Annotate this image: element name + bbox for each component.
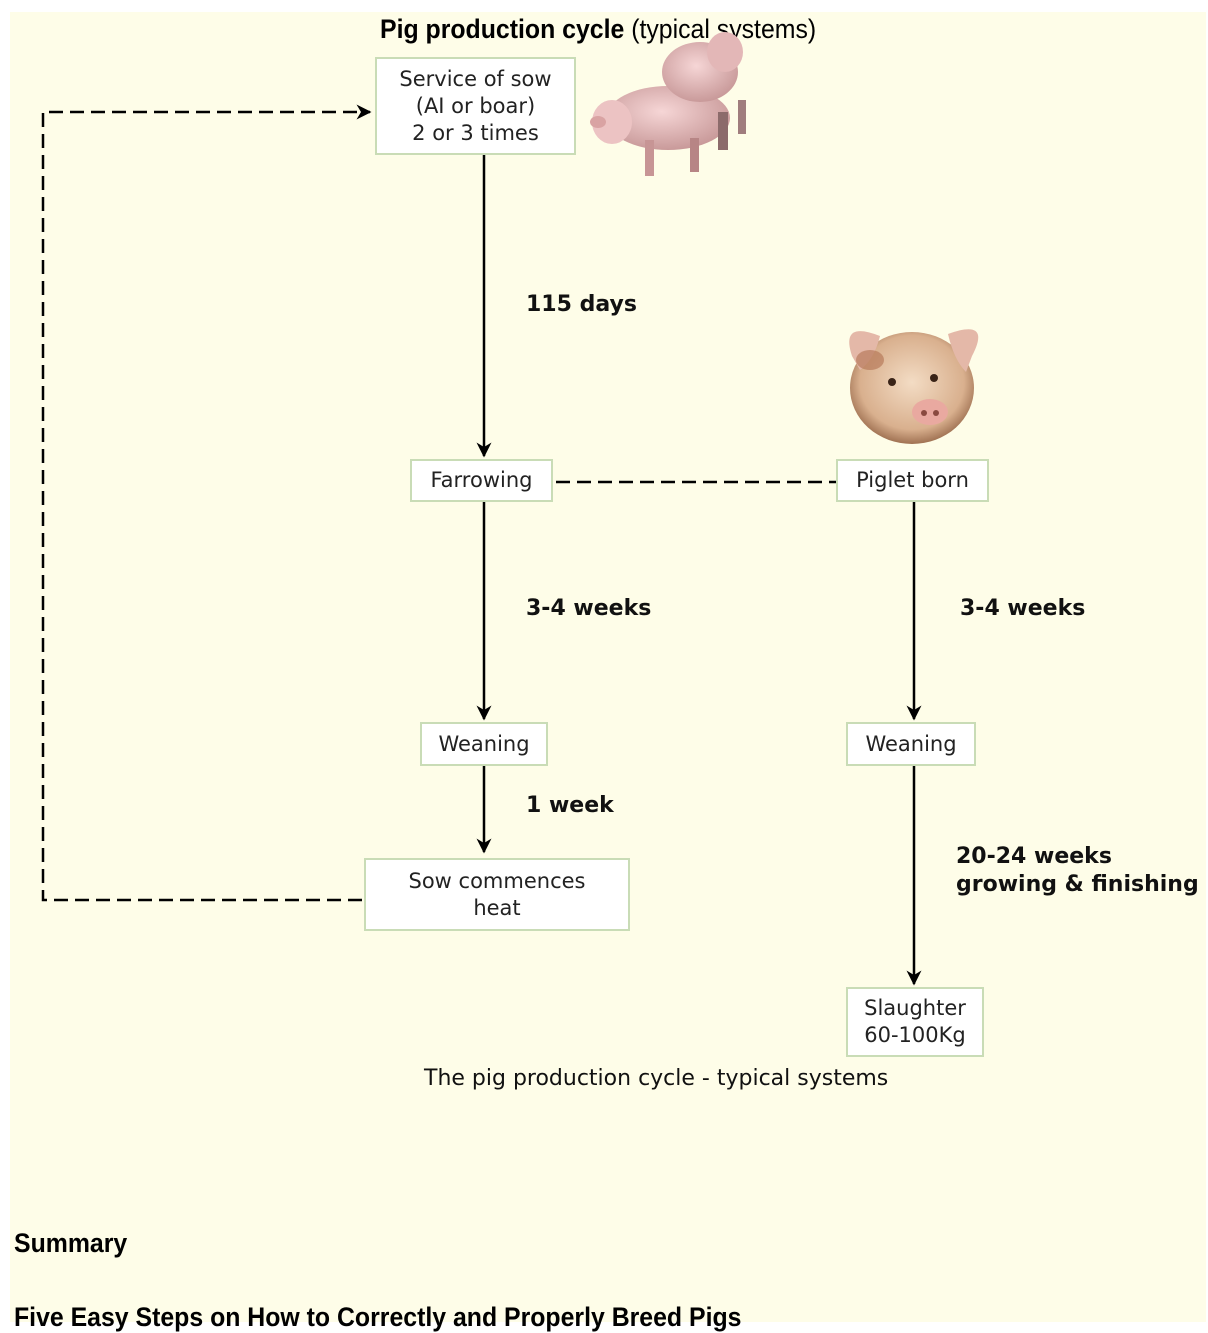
mating-pigs-photo [590, 32, 746, 176]
label-sow-3-4-weeks: 3-4 weeks [526, 596, 652, 621]
dashed-return-loop [41, 104, 372, 902]
diagram-title: Pig production cycle (typical systems) [380, 14, 817, 44]
node-weaning-piglet: Weaning [846, 722, 976, 766]
section-heading: Five Easy Steps on How to Correctly and … [14, 1302, 742, 1332]
node-farrowing: Farrowing [410, 459, 553, 502]
diagram-caption: The pig production cycle - typical syste… [424, 1066, 889, 1091]
label-piglet-3-4-weeks: 3-4 weeks [960, 596, 1086, 621]
page-background [10, 12, 1206, 1322]
label-1-week: 1 week [526, 793, 614, 818]
node-sow-commences-heat: Sow commences heat [364, 858, 630, 931]
summary-heading: Summary [14, 1228, 128, 1258]
label-115-days: 115 days [526, 292, 637, 317]
label-grow-finish: 20-24 weeks growing & finishing [956, 844, 1199, 897]
node-service-of-sow: Service of sow (AI or boar) 2 or 3 times [375, 57, 576, 155]
node-weaning-sow: Weaning [420, 722, 548, 766]
node-piglet-born: Piglet born [836, 459, 989, 502]
node-slaughter: Slaughter 60-100Kg [846, 987, 984, 1057]
piglet-head-photo [849, 329, 979, 444]
